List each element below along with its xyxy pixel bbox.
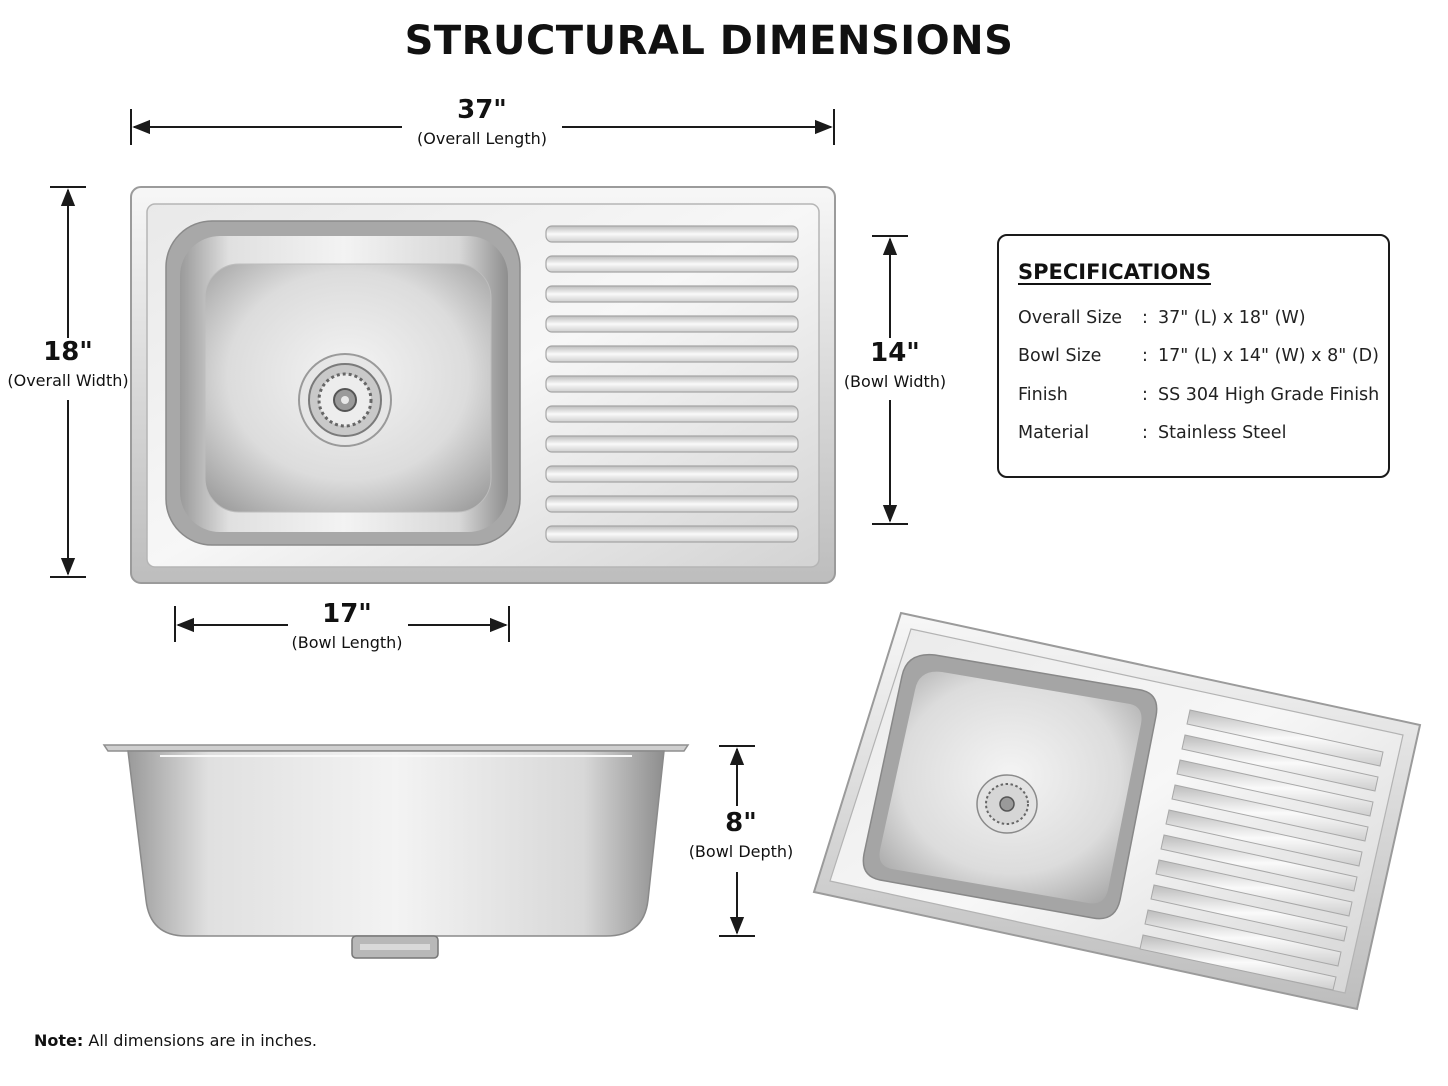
spec-row-bowl-size: Bowl Size:17" (L) x 14" (W) x 8" (D) [1018, 346, 1379, 366]
spec-value: Stainless Steel [1158, 423, 1287, 443]
spec-separator: : [1142, 385, 1148, 405]
bowl-width-dimension: 14" (Bowl Width) [836, 340, 954, 391]
bowl-length-label: (Bowl Length) [291, 633, 403, 652]
drainboard-grooves [545, 225, 799, 543]
footnote: Note: All dimensions are in inches. [34, 1031, 317, 1050]
overall-width-dimension: 18" (Overall Width) [4, 339, 132, 390]
overall-length-value: 37" [457, 95, 507, 125]
spec-row-overall-size: Overall Size:37" (L) x 18" (W) [1018, 308, 1306, 328]
overall-width-label: (Overall Width) [7, 371, 129, 390]
page-title: STRUCTURAL DIMENSIONS [404, 18, 1014, 64]
specifications-box: SPECIFICATIONS Overall Size:37" (L) x 18… [997, 234, 1390, 478]
perspective-grooves [1139, 709, 1384, 991]
bowl-depth-dimension: 8" (Bowl Depth) [680, 810, 802, 861]
spec-key: Overall Size [1018, 308, 1123, 328]
spec-key: Bowl Size [1018, 346, 1102, 366]
overall-length-label: (Overall Length) [417, 129, 547, 148]
sink-perspective-view [812, 611, 1422, 1011]
bowl-length-value: 17" [322, 599, 372, 629]
spec-row-finish: Finish: SS 304 High Grade Finish [1018, 385, 1379, 405]
note-prefix: Note: [34, 1031, 84, 1050]
spec-key: Finish [1018, 385, 1068, 405]
spec-separator: : [1142, 423, 1148, 443]
spec-separator: : [1142, 346, 1148, 366]
drain-small-icon [976, 774, 1038, 834]
spec-value: 37" (L) x 18" (W) [1158, 308, 1306, 328]
note-text: All dimensions are in inches. [83, 1031, 318, 1050]
bowl-width-label: (Bowl Width) [843, 372, 947, 391]
bowl-depth-label: (Bowl Depth) [688, 842, 794, 861]
dimension-lines [50, 109, 908, 937]
overall-length-dimension: 37" (Overall Length) [402, 97, 562, 148]
bowl-depth-value: 8" [725, 808, 757, 838]
spec-value: SS 304 High Grade Finish [1158, 385, 1380, 405]
spec-value: 17" (L) x 14" (W) x 8" (D) [1158, 346, 1379, 366]
spec-key: Material [1018, 423, 1090, 443]
sink-side-view [102, 744, 690, 959]
specifications-heading: SPECIFICATIONS [1018, 260, 1211, 284]
spec-row-material: Material: Stainless Steel [1018, 423, 1286, 443]
bowl-width-value: 14" [870, 338, 920, 368]
sink-top-view [130, 186, 836, 584]
drain-icon [298, 353, 392, 447]
overall-width-value: 18" [43, 337, 93, 367]
bowl-length-dimension: 17" (Bowl Length) [282, 601, 412, 652]
spec-separator: : [1142, 308, 1148, 328]
